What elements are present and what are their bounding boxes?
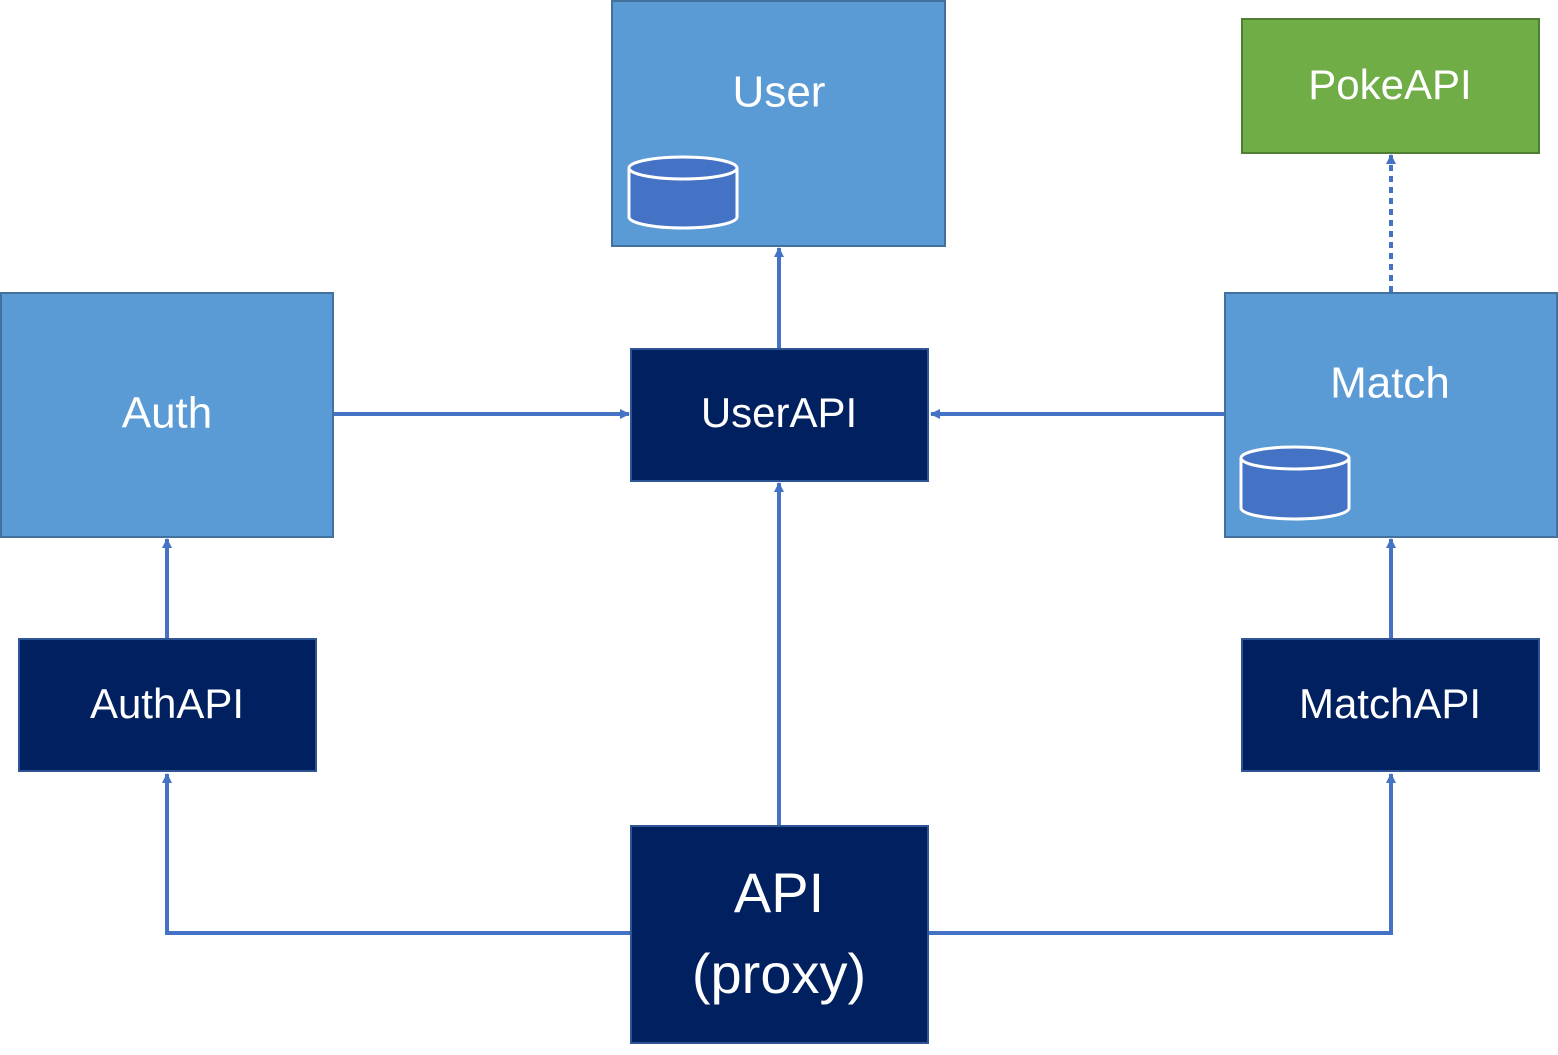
database-icon [1239,445,1351,521]
node-authapi[interactable]: AuthAPI [18,638,317,772]
userapi-label: UserAPI [701,389,857,436]
edge-proxy-to-authapi [162,773,630,935]
authapi-label: AuthAPI [90,680,244,727]
node-userapi[interactable]: UserAPI [630,348,929,482]
matchapi-label: MatchAPI [1299,680,1481,727]
node-auth[interactable]: Auth [0,292,334,538]
match-label: Match [1330,359,1450,408]
matchapi-box [1241,638,1540,772]
node-matchapi[interactable]: MatchAPI [1241,638,1540,772]
database-icon [627,155,739,230]
pokeapi-label: PokeAPI [1308,61,1471,108]
userapi-box [630,348,929,482]
edges [162,154,1396,935]
auth-box [0,292,334,538]
proxy-box [630,825,929,1044]
node-pokeapi[interactable]: PokeAPI [1241,18,1540,154]
node-proxy[interactable]: API (proxy) [630,825,929,1044]
auth-label: Auth [122,389,213,438]
user-label: User [733,68,826,117]
node-match[interactable]: Match [1224,292,1558,538]
proxy-label-line2: (proxy) [692,942,866,1005]
authapi-box [18,638,317,772]
node-user[interactable]: User [611,0,946,247]
proxy-label-line1: API [734,861,824,924]
edge-proxy-to-matchapi [928,773,1396,935]
pokeapi-box [1241,18,1540,154]
